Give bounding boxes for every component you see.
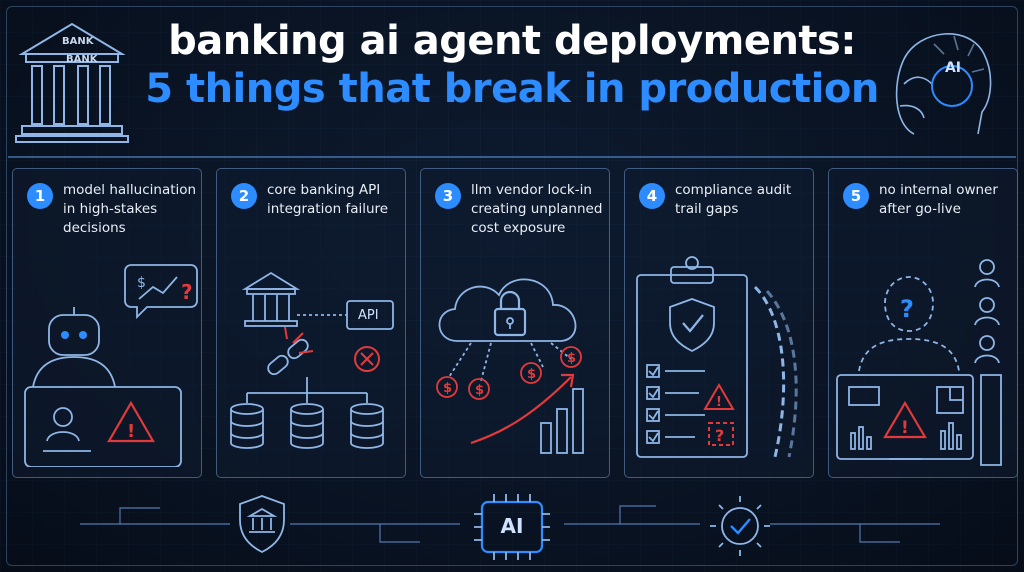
page-subtitle: 5 things that break in production bbox=[145, 66, 879, 112]
hallucination-illustration: $ ? ! bbox=[13, 247, 203, 468]
question-mark-icon: ? bbox=[900, 295, 914, 323]
bank-sign-top: BANK bbox=[62, 36, 94, 47]
page-title: banking ai agent deployments: bbox=[168, 18, 856, 64]
dollar-coin-icon bbox=[436, 346, 582, 445]
audit-trail-illustration: ! ? bbox=[625, 247, 815, 467]
svg-text:!: ! bbox=[716, 395, 722, 410]
panel-2: 2 core banking API integration failure bbox=[216, 168, 406, 478]
person-icon bbox=[974, 259, 1000, 364]
bank-shield-icon bbox=[239, 495, 285, 554]
panel-number-badge: 3 bbox=[435, 183, 461, 209]
header: banking ai agent deployments: 5 things t… bbox=[0, 18, 1024, 112]
panel-number-badge: 5 bbox=[843, 183, 869, 209]
gear-check-icon bbox=[710, 496, 770, 556]
warning-icon: ! bbox=[883, 400, 927, 439]
ai-chip-icon bbox=[474, 494, 550, 560]
panel-title: compliance audit trail gaps bbox=[675, 182, 792, 217]
panel-row: 1 model hallucination in high-stakes dec… bbox=[8, 152, 1018, 482]
head-ai-badge: AI bbox=[944, 60, 962, 76]
api-box-label: API bbox=[358, 308, 379, 323]
svg-text:$: $ bbox=[137, 275, 146, 291]
panel-title: no internal owner after go-live bbox=[879, 182, 998, 217]
warning-icon: ! bbox=[107, 400, 155, 443]
panel-title: core banking API integration failure bbox=[267, 182, 389, 217]
panel-4: 4 compliance audit trail gaps bbox=[624, 168, 814, 478]
bank-sign-bottom: BANK bbox=[66, 54, 98, 65]
api-failure-illustration: API bbox=[217, 247, 407, 467]
chip-ai-label: AI bbox=[500, 514, 524, 538]
svg-text:$: $ bbox=[567, 351, 576, 366]
svg-text:!: ! bbox=[901, 418, 909, 438]
divider-line bbox=[8, 156, 1016, 158]
bank-icon: BANK BANK bbox=[12, 14, 132, 144]
svg-text:$: $ bbox=[443, 381, 452, 396]
panel-number-badge: 1 bbox=[27, 183, 53, 209]
panel-number-badge: 4 bbox=[639, 183, 665, 209]
panel-1: 1 model hallucination in high-stakes dec… bbox=[12, 168, 202, 478]
panel-number-badge: 2 bbox=[231, 183, 257, 209]
panel-3: 3 llm vendor lock-in creating unplanned … bbox=[420, 168, 610, 478]
question-mark-icon: ? bbox=[715, 426, 724, 445]
svg-text:?: ? bbox=[181, 280, 193, 304]
svg-text:$: $ bbox=[475, 383, 484, 398]
svg-text:!: ! bbox=[127, 421, 135, 442]
panel-title: model hallucination in high-stakes decis… bbox=[63, 182, 197, 236]
no-owner-illustration: ? ! bbox=[829, 247, 1019, 467]
warning-icon bbox=[703, 383, 735, 446]
footer-decoration: AI bbox=[0, 482, 1024, 572]
panel-5: 5 no internal owner after go-live bbox=[828, 168, 1018, 478]
panel-title: llm vendor lock-in creating unplanned co… bbox=[471, 182, 603, 236]
break-spark-icon bbox=[284, 326, 380, 372]
ai-head-icon bbox=[874, 14, 1014, 149]
svg-text:$: $ bbox=[527, 367, 536, 382]
vendor-lockin-illustration: $ $ $ $ bbox=[421, 247, 611, 467]
